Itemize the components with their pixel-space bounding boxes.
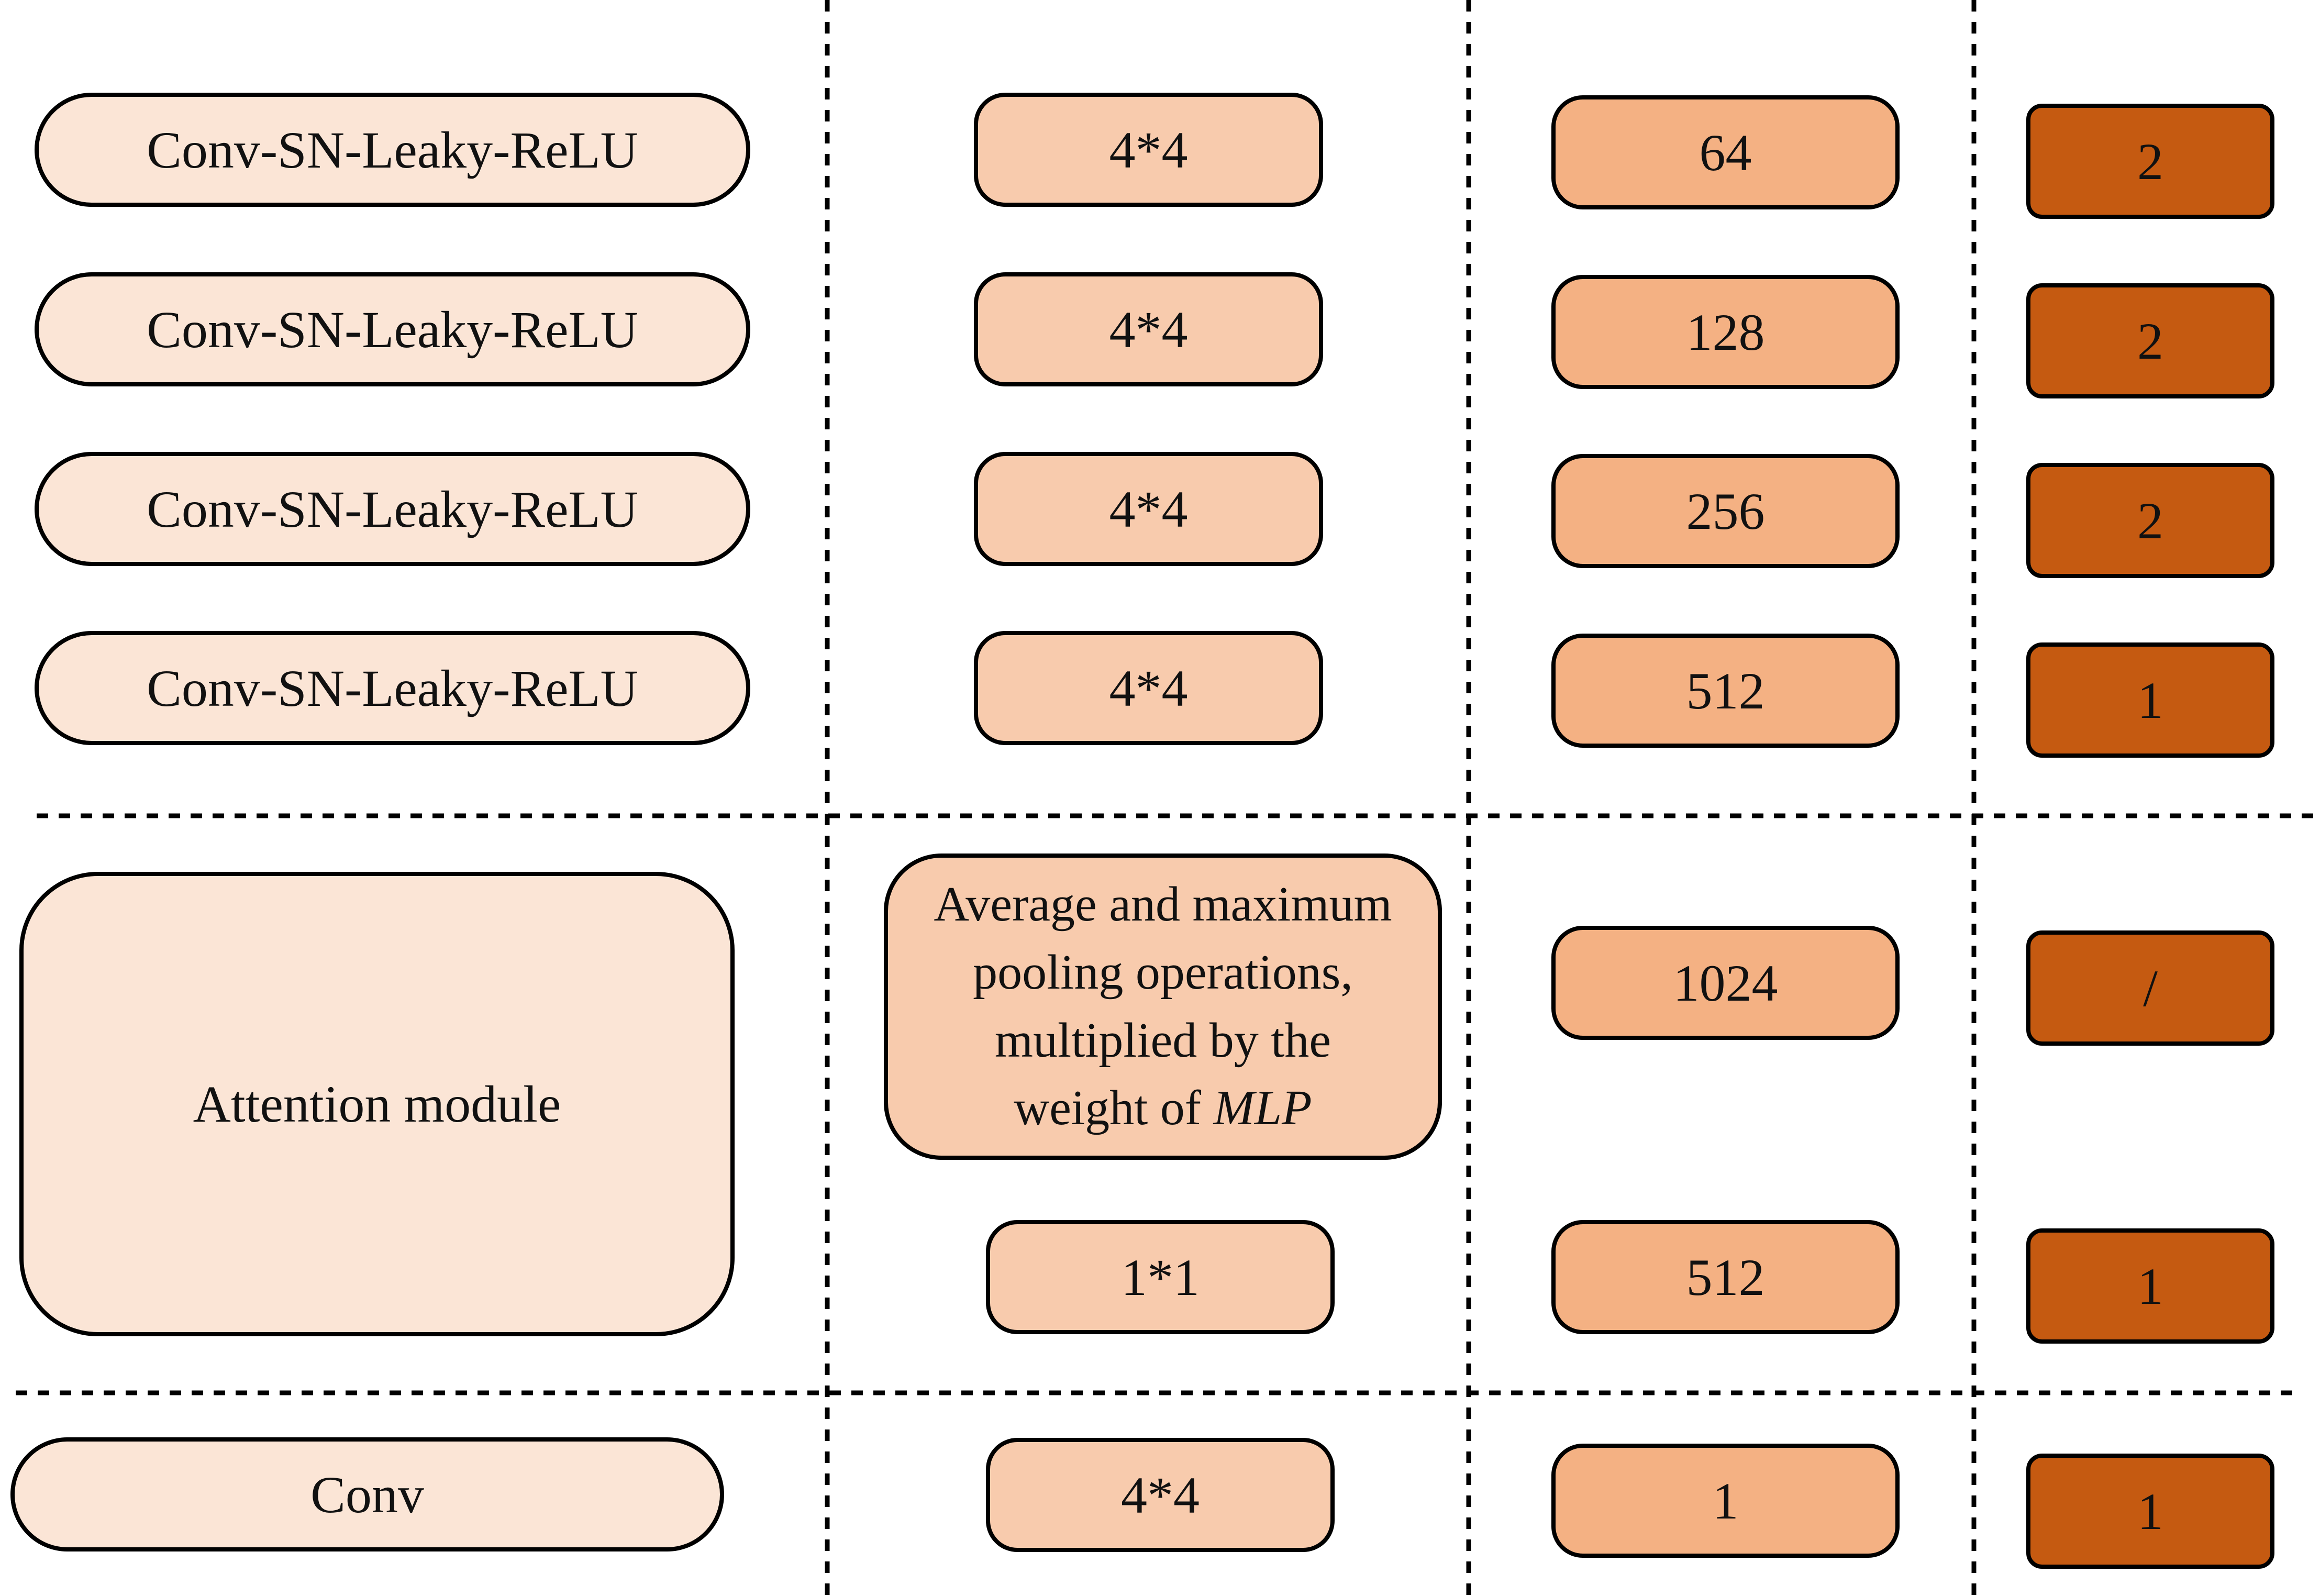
pooling-operations-box: Average and maximum pooling operations, … bbox=[884, 854, 1442, 1160]
stride-4: 1 bbox=[2026, 642, 2274, 758]
channels-2: 128 bbox=[1551, 275, 1900, 389]
pooling-text-line-2: pooling operations, bbox=[973, 945, 1353, 1000]
pooling-text-weight-of: weight of bbox=[1014, 1081, 1214, 1136]
stride-attention: 1 bbox=[2026, 1228, 2274, 1344]
stride-3: 2 bbox=[2026, 463, 2274, 578]
channels-final: 1 bbox=[1551, 1444, 1900, 1558]
pooling-text-line-3: multiplied by the bbox=[994, 1013, 1331, 1068]
stride-2: 2 bbox=[2026, 283, 2274, 398]
layer-conv-sn-leaky-relu-1: Conv-SN-Leaky-ReLU bbox=[35, 93, 750, 207]
pooling-text-line-4: weight of MLP bbox=[934, 1074, 1392, 1143]
kernel-size-attention: 1*1 bbox=[986, 1220, 1335, 1334]
layer-conv-sn-leaky-relu-3: Conv-SN-Leaky-ReLU bbox=[35, 452, 750, 566]
stride-final: 1 bbox=[2026, 1454, 2274, 1569]
channels-1: 64 bbox=[1551, 95, 1900, 209]
stride-pooling: / bbox=[2026, 930, 2274, 1046]
kernel-size-2: 4*4 bbox=[974, 272, 1323, 386]
layer-conv-sn-leaky-relu-4: Conv-SN-Leaky-ReLU bbox=[35, 631, 750, 745]
stride-1: 2 bbox=[2026, 104, 2274, 219]
pooling-text-line-1: Average and maximum bbox=[934, 877, 1392, 932]
channels-4: 512 bbox=[1551, 634, 1900, 748]
channels-3: 256 bbox=[1551, 454, 1900, 568]
kernel-size-4: 4*4 bbox=[974, 631, 1323, 745]
layer-conv-sn-leaky-relu-2: Conv-SN-Leaky-ReLU bbox=[35, 272, 750, 386]
layer-attention-module: Attention module bbox=[19, 872, 735, 1336]
kernel-size-final: 4*4 bbox=[986, 1438, 1335, 1552]
pooling-text-mlp: MLP bbox=[1213, 1081, 1312, 1136]
kernel-size-3: 4*4 bbox=[974, 452, 1323, 566]
channels-attention: 512 bbox=[1551, 1220, 1900, 1334]
kernel-size-1: 4*4 bbox=[974, 93, 1323, 207]
channels-pooling: 1024 bbox=[1551, 926, 1900, 1040]
layer-final-conv: Conv bbox=[10, 1437, 724, 1551]
